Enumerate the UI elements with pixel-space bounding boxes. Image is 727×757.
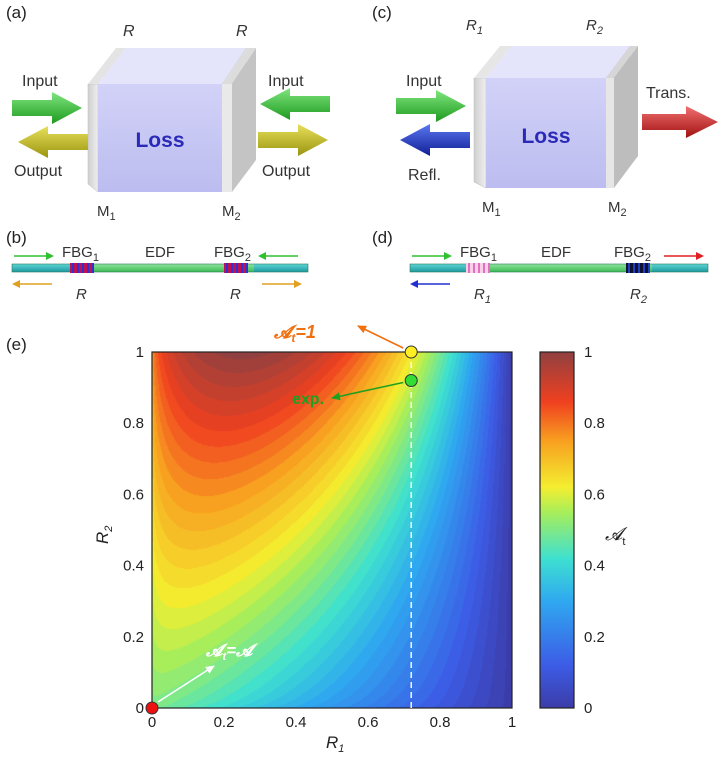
colorbar	[540, 352, 574, 708]
panel-b-label: (b)	[6, 228, 27, 247]
fbg1-grating-b	[70, 263, 94, 273]
x-axis-ticks: 0 0.2 0.4 0.6 0.8 1	[148, 714, 516, 731]
x-tick-label: 0	[148, 714, 156, 731]
x-tick-label: 1	[508, 714, 516, 731]
fbg2-label-d: FBG2	[614, 244, 651, 264]
fbg1-grating-d	[466, 263, 490, 273]
input-arrow-c	[396, 90, 466, 122]
colorbar-ticks: 0 0.2 0.4 0.6 0.8 1	[584, 344, 605, 717]
input-label-left: Input	[22, 73, 58, 90]
output-arrow-left	[18, 126, 88, 158]
r1-label-d: R1	[474, 286, 491, 306]
panel-c-label: (c)	[372, 3, 392, 22]
y-tick-label: 0.4	[123, 558, 144, 575]
fbg1-label-d: FBG1	[460, 244, 497, 264]
origin-annotation: 𝓐t=𝓐	[205, 641, 259, 663]
point-origin	[145, 701, 159, 715]
y-tick-label: 0.8	[123, 415, 144, 432]
fbg2-label-b: FBG2	[214, 244, 251, 264]
heatmap-plot-area	[152, 352, 512, 708]
marked-points	[145, 345, 418, 715]
mirror-reflectivity-r2: R2	[586, 17, 603, 37]
reflected-arrow-c	[400, 124, 470, 156]
colorbar-tick-label: 0.2	[584, 629, 605, 646]
y-tick-label: 1	[136, 344, 144, 361]
panel-a: (a) Loss R R	[6, 3, 330, 223]
panel-a-label: (a)	[6, 3, 27, 22]
input-arrow-right	[260, 88, 330, 120]
at1-arrow	[357, 325, 404, 349]
colorbar-title: 𝓐t	[605, 524, 628, 548]
output-label-right: Output	[262, 163, 311, 180]
edf-label-d: EDF	[541, 244, 571, 261]
exp-annotation: exp.	[292, 391, 324, 408]
r-label-b-right: R	[230, 286, 241, 303]
loss-label-c: Loss	[521, 125, 570, 148]
fbg1-label-b: FBG1	[62, 244, 99, 264]
y-axis-ticks: 0 0.2 0.4 0.6 0.8 1	[123, 344, 144, 717]
fbg2-grating-d	[626, 263, 650, 273]
y-tick-label: 0	[136, 700, 144, 717]
input-label-c: Input	[406, 73, 442, 90]
colorbar-tick-label: 0.4	[584, 558, 605, 575]
refl-label-c: Refl.	[408, 167, 441, 184]
colorbar-tick-label: 0	[584, 700, 592, 717]
fiber-d	[409, 263, 709, 273]
r2-label-d: R2	[630, 286, 647, 306]
point-exp	[404, 373, 418, 387]
mirror-m2	[222, 48, 256, 192]
colorbar-tick-label: 1	[584, 344, 592, 361]
x-tick-label: 0.2	[214, 714, 235, 731]
panel-c: (c) Loss R1 R2 Input Refl. Trans.	[372, 3, 718, 219]
origin-arrow	[157, 665, 215, 703]
fbg2-grating-b	[224, 263, 248, 273]
output-arrow-right	[258, 124, 328, 156]
exp-arrow	[331, 381, 404, 401]
output-label-left: Output	[14, 163, 63, 180]
mirror-reflectivity-r1: R1	[466, 17, 483, 37]
input-label-right: Input	[268, 73, 304, 90]
x-tick-label: 0.6	[358, 714, 379, 731]
mirror-label-m1-c: M1	[482, 199, 501, 219]
panel-d: (d) FBG1 EDF FB	[372, 228, 709, 306]
input-arrow-left	[12, 92, 82, 124]
mirror-reflectivity-right: R	[236, 23, 248, 40]
loss-label-a: Loss	[135, 129, 184, 152]
heatmap-frame	[151, 351, 513, 709]
x-tick-label: 0.4	[286, 714, 307, 731]
mirror-label-m2: M2	[222, 203, 241, 223]
y-axis-title: R2	[93, 526, 115, 544]
mirror-label-m1: M1	[97, 203, 116, 223]
r-label-b-left: R	[76, 286, 87, 303]
trans-label-c: Trans.	[646, 85, 691, 102]
colorbar-tick-label: 0.6	[584, 486, 605, 503]
colorbar-tick-label: 0.8	[584, 415, 605, 432]
edf-label-b: EDF	[145, 244, 175, 261]
panel-e-label: (e)	[6, 335, 27, 354]
y-tick-label: 0.2	[123, 629, 144, 646]
x-tick-label: 0.8	[430, 714, 451, 731]
fiber-b	[11, 263, 309, 273]
colorbar-frame	[539, 351, 575, 709]
x-axis-title: R1	[326, 733, 344, 752]
transmitted-arrow-c	[642, 106, 718, 138]
mirror-m2-c	[606, 46, 638, 188]
at1-annotation: 𝓐t=1	[273, 322, 316, 345]
mirror-reflectivity-left: R	[123, 23, 135, 40]
point-at1	[404, 345, 418, 359]
panel-d-label: (d)	[372, 228, 393, 247]
panel-b: (b) FBG1	[6, 228, 309, 303]
y-tick-label: 0.6	[123, 486, 144, 503]
mirror-label-m2-c: M2	[608, 199, 627, 219]
